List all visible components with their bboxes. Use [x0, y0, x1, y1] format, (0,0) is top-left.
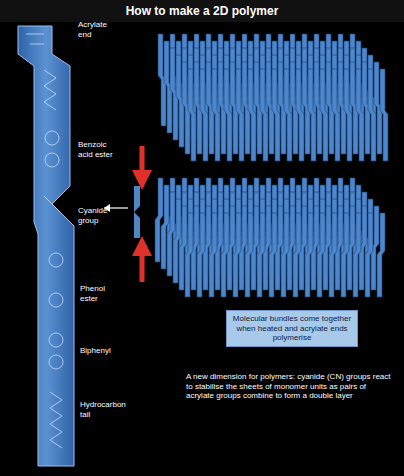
- stacked-molecule: [284, 69, 292, 161]
- stacked-molecule: [233, 213, 241, 297]
- stacked-molecule: [272, 69, 280, 161]
- stacked-molecule: [365, 213, 373, 297]
- stacked-molecule: [329, 213, 337, 297]
- stacked-molecule: [368, 69, 376, 161]
- stacked-molecule: [353, 213, 361, 297]
- stacked-molecule: [341, 213, 349, 297]
- box-text: Molecular bundles come together when hea…: [232, 314, 352, 343]
- monomer-molecule: [18, 26, 74, 466]
- stacked-molecule: [317, 213, 325, 297]
- stacked-molecule: [377, 213, 385, 297]
- stacked-molecule: [305, 213, 313, 297]
- red-arrow: [140, 146, 145, 180]
- note-box: Molecular bundles come together when hea…: [226, 310, 358, 347]
- molecule-stacks: [155, 34, 388, 297]
- stacked-molecule: [293, 213, 301, 297]
- stacked-molecule: [212, 69, 220, 161]
- stacked-molecule: [380, 69, 388, 161]
- part-label: Hydrocarbon tail: [80, 400, 130, 419]
- stacked-molecule: [221, 213, 229, 297]
- stacked-molecule: [248, 69, 256, 161]
- stacked-molecule: [236, 69, 244, 161]
- stacked-molecule: [209, 213, 217, 297]
- stacked-molecule: [320, 69, 328, 161]
- stacked-molecule: [260, 69, 268, 161]
- stacked-molecule: [308, 69, 316, 161]
- stacked-molecule: [257, 213, 265, 297]
- molecule-bonds: [26, 34, 63, 448]
- stacked-molecule: [245, 213, 253, 297]
- stacked-molecule: [281, 213, 289, 297]
- stacked-molecule: [200, 69, 208, 161]
- red-arrow: [140, 246, 145, 282]
- stacked-molecule: [224, 69, 232, 161]
- stacked-molecule: [188, 69, 196, 161]
- part-label: Phenol ester: [80, 284, 124, 303]
- small-molecule: [134, 186, 140, 238]
- stacked-molecule: [296, 69, 304, 161]
- part-label: Cyanide group: [78, 206, 124, 225]
- part-label: Acrylate end: [78, 20, 122, 39]
- stacked-molecule: [197, 213, 205, 297]
- stacked-molecule: [344, 69, 352, 161]
- part-label: Benzoic acid ester: [78, 140, 122, 159]
- stacked-molecule: [332, 69, 340, 161]
- part-label: Biphenyl: [80, 346, 124, 356]
- stacked-molecule: [356, 69, 364, 161]
- title-bar: [0, 0, 404, 22]
- caption: A new dimension for polymers: cyanide (C…: [186, 372, 396, 401]
- stacked-molecule: [269, 213, 277, 297]
- title: How to make a 2D polymer: [0, 4, 404, 18]
- stacked-molecule: [185, 213, 193, 297]
